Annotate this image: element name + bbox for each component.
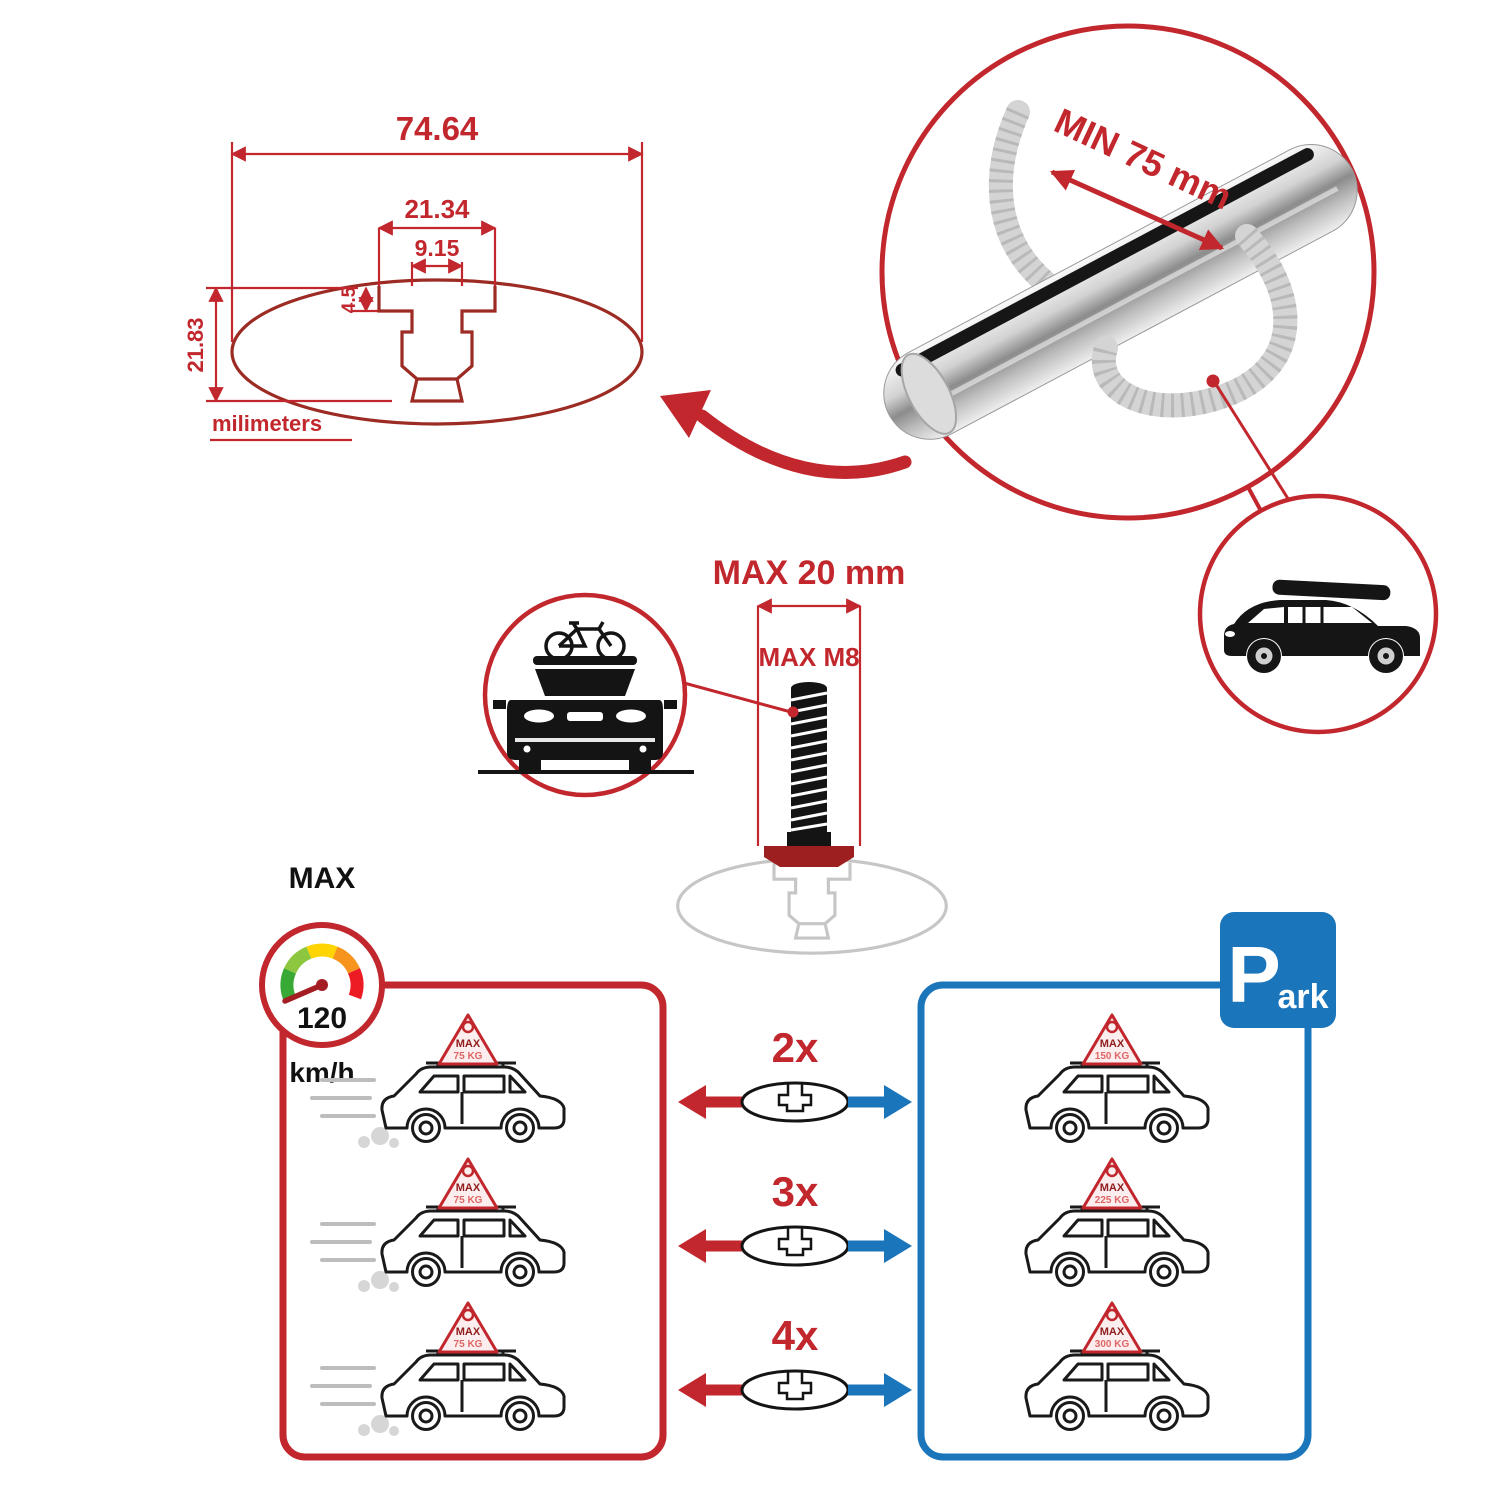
speed-max-label: MAX (289, 862, 356, 895)
load-badge-value: 75 KG (454, 1195, 483, 1206)
bar-section-icon (740, 1369, 850, 1411)
t-bolt-icon (764, 682, 854, 867)
load-badge-max: MAX (456, 1038, 481, 1050)
bolt-max-length-label: MAX 20 mm (713, 554, 906, 592)
bar-section-icon (740, 1225, 850, 1267)
car-front-with-bike-icon (493, 621, 677, 772)
qty-label-4x: 4x (772, 1312, 819, 1359)
units-text: milimeters (212, 411, 322, 436)
speed-value: 120 (297, 1002, 347, 1035)
units-label: milimeters (210, 411, 352, 442)
parking-sign-p: P (1227, 930, 1280, 1019)
crossbar-count-row-3: 4x (678, 1312, 912, 1411)
crossbar-photo-circle: MIN 75 mm (879, 23, 1377, 521)
crossbar-count-row-1: 2x (678, 1024, 912, 1123)
roof-box-icon (1272, 579, 1391, 601)
leader-to-suv (1215, 385, 1294, 506)
dimension-recess-width: 21.34 (377, 194, 497, 286)
load-badge-value: 150 KG (1095, 1051, 1130, 1062)
dim-total-width-value: 74.64 (396, 110, 479, 147)
crossbar-profile-outline (231, 279, 643, 425)
bar-section-icon (740, 1081, 850, 1123)
qty-label-2x: 2x (772, 1024, 819, 1071)
parking-sign: P ark (1220, 912, 1336, 1028)
load-badge-max: MAX (456, 1182, 481, 1194)
dim-recess-width-value: 21.34 (404, 194, 470, 224)
left-arrowhead (678, 1085, 706, 1119)
load-badge-max: MAX (1100, 1182, 1125, 1194)
dimension-total-width: 74.64 (230, 110, 644, 342)
zoom-arrow (660, 390, 912, 479)
t-bolt-head (764, 846, 854, 867)
dimension-profile-height: 21.83 (183, 286, 392, 403)
qty-label-3x: 3x (772, 1168, 819, 1215)
load-badge-max: MAX (1100, 1326, 1125, 1338)
suv-roofbox-circle (1197, 486, 1439, 735)
right-arrowhead (884, 1085, 912, 1119)
speedometer: MAX 120 km/h (259, 862, 385, 1088)
circle-connector (1246, 486, 1263, 512)
right-arrowhead (884, 1229, 912, 1263)
load-badge-value: 300 KG (1095, 1339, 1130, 1350)
left-arrowhead (678, 1373, 706, 1407)
crossbar-count-row-2: 3x (678, 1168, 912, 1267)
speed-unit: km/h (289, 1057, 354, 1088)
dimension-recess-depth: 4.5 (339, 286, 378, 313)
dim-recess-depth-value: 4.5 (339, 286, 360, 313)
crossbar-profile-ghost (677, 858, 947, 954)
load-badge-max: MAX (1100, 1038, 1125, 1050)
load-badge-value: 225 KG (1095, 1195, 1130, 1206)
bolt-thread-label: MAX M8 (758, 642, 859, 672)
dimension-slot-width: 9.15 (410, 235, 464, 286)
clamp-point-dot (1206, 374, 1220, 388)
parked-car-row-1: MAX 150 KG (1024, 1013, 1210, 1143)
load-badge-value: 75 KG (454, 1051, 483, 1062)
load-badge-max: MAX (456, 1326, 481, 1338)
bar-end-cap (900, 352, 958, 435)
load-badge-value: 75 KG (454, 1339, 483, 1350)
suv-with-roofbox-icon (1224, 579, 1420, 673)
left-arrowhead (678, 1229, 706, 1263)
parked-car-row-2: MAX 225 KG (1024, 1157, 1210, 1287)
parking-sign-suffix: ark (1277, 978, 1328, 1016)
parked-car-row-3: MAX 300 KG (1024, 1301, 1210, 1431)
dim-profile-height-value: 21.83 (183, 317, 208, 372)
driving-car-row-3: MAX 75 KG (310, 1301, 566, 1436)
bolt-diagram: MAX 20 mm MAX M8 (672, 554, 947, 954)
bolt-point-dot (787, 706, 799, 718)
right-arrowhead (884, 1373, 912, 1407)
clamp-strap-front (1092, 224, 1298, 418)
speedometer-needle (282, 982, 325, 1004)
driving-car-row-2: MAX 75 KG (310, 1157, 566, 1292)
clamp-strap-back (988, 100, 1064, 300)
car-bike-circle (478, 592, 694, 798)
driving-car-row-1: MAX 75 KG (310, 1013, 566, 1148)
cross-section-diagram: 74.64 21.34 9.15 4.5 21.83 milimeters (183, 110, 644, 442)
leader-to-bolt (672, 678, 792, 714)
dim-slot-width-value: 9.15 (415, 235, 460, 261)
